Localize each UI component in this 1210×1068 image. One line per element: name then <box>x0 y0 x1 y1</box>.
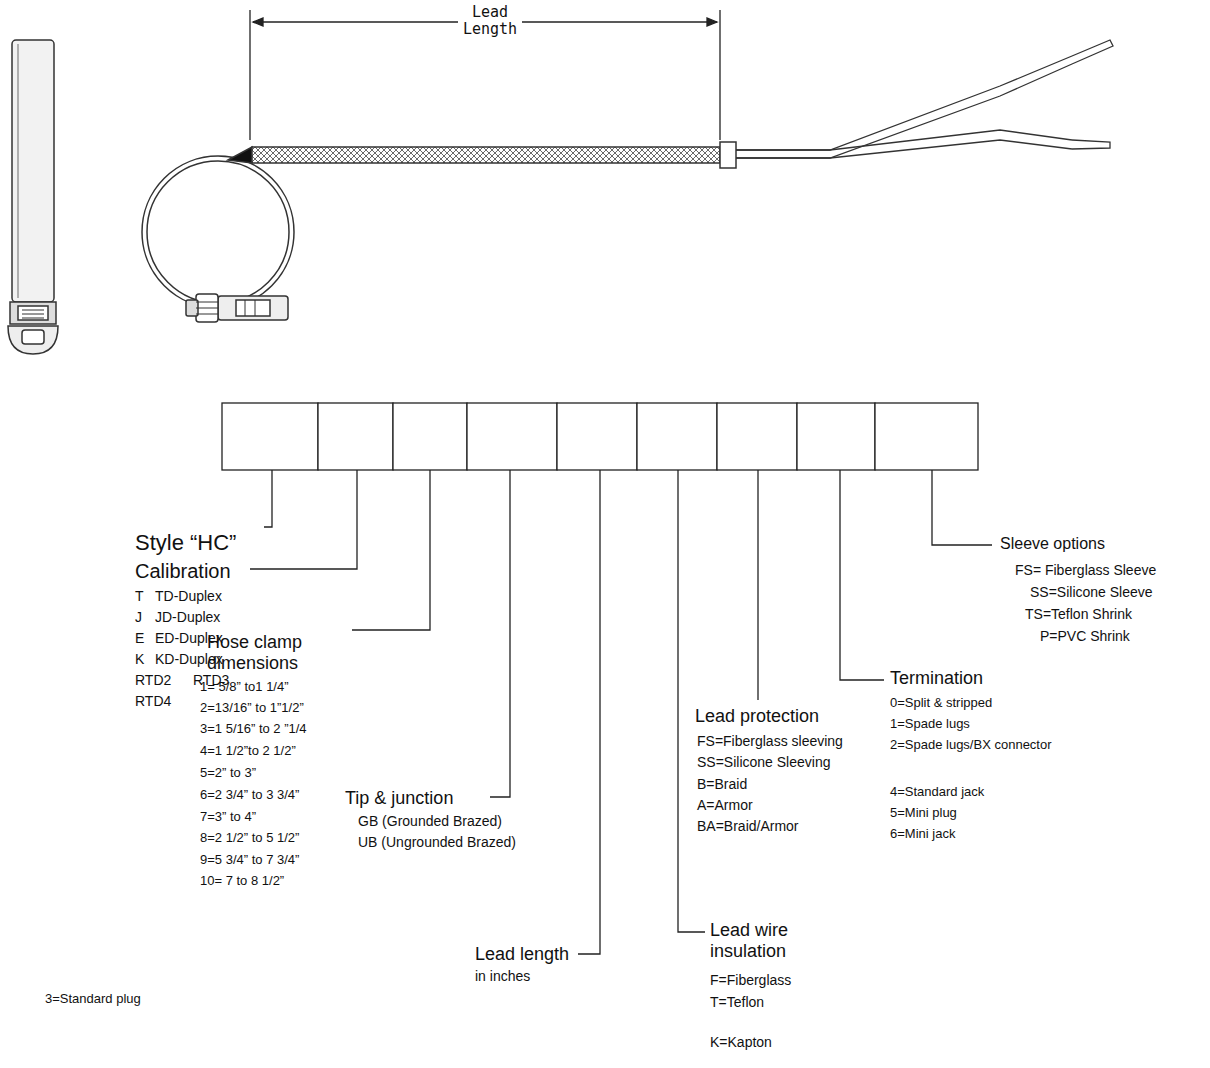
option-text: SS=Silicone Sleeving <box>697 754 830 770</box>
hose-clamp <box>142 147 294 322</box>
option-text: 5=Mini plug <box>890 806 957 821</box>
option-text: Sleeve options <box>1000 535 1105 553</box>
option-text: UB (Ungrounded Brazed) <box>358 834 516 850</box>
option-text: F=Fiberglass <box>710 972 791 988</box>
field-title: Lead length <box>475 944 569 965</box>
option-text: T=Teflon <box>710 994 764 1010</box>
option-text: B=Braid <box>697 776 747 792</box>
option-text: A=Armor <box>697 797 753 813</box>
option-text: 6=Mini jack <box>890 827 955 842</box>
option-text: GB (Grounded Brazed) <box>358 813 502 829</box>
option-text: BA=Braid/Armor <box>697 818 799 834</box>
option-text: 1=Spade lugs <box>890 717 970 732</box>
option-text: TD-Duplex <box>155 588 222 604</box>
option-text: FS= Fiberglass Sleeve <box>1015 562 1156 578</box>
option-text: 9=5 3/4” to 7 3/4” <box>200 853 299 868</box>
option-text: E <box>135 630 144 646</box>
option-text: 4=1 1/2”to 2 1/2” <box>200 744 296 759</box>
option-text: JD-Duplex <box>155 609 220 625</box>
option-text: 0=Split & stripped <box>890 696 992 711</box>
option-text: 4=Standard jack <box>890 785 984 800</box>
option-text: RTD2 <box>135 672 171 688</box>
option-text: 10= 7 to 8 1/2” <box>200 874 284 889</box>
option-text: 2=Spade lugs/BX connector <box>890 738 1052 753</box>
field-title: Style “HC” <box>135 530 236 555</box>
option-text: TS=Teflon Shrink <box>1025 606 1132 622</box>
option-text: 8=2 1/2” to 5 1/2” <box>200 831 299 846</box>
option-text: 5=2” to 3” <box>200 766 256 781</box>
option-text: 3=1 5/16” to 2 ”1/4 <box>200 722 307 737</box>
option-text: 6=2 3/4” to 3 3/4” <box>200 788 299 803</box>
field-title: Lead wire insulation <box>710 920 810 961</box>
field-title: Lead protection <box>695 706 819 727</box>
option-text: RTD4 <box>135 693 171 709</box>
option-text: 7=3” to 4” <box>200 810 256 825</box>
field-title: Calibration <box>135 560 231 583</box>
option-text: SS=Silicone Sleeve <box>1030 584 1153 600</box>
field-title: Termination <box>890 668 983 689</box>
option-text: T <box>135 588 144 604</box>
lead-wires <box>736 40 1113 158</box>
option-text: K <box>135 651 144 667</box>
option-text: P=PVC Shrink <box>1040 628 1130 644</box>
option-text: J <box>135 609 142 625</box>
option-text: K=Kapton <box>710 1034 772 1050</box>
dimension-label: Lead Length <box>458 4 522 39</box>
clamp-side-view <box>8 40 58 354</box>
braided-lead <box>252 142 736 168</box>
part-number-boxes <box>222 403 978 470</box>
option-text: FS=Fiberglass sleeving <box>697 733 843 749</box>
leader-lines <box>250 470 992 954</box>
option-text: in inches <box>475 968 530 984</box>
field-title: Tip & junction <box>345 788 453 809</box>
option-text: 2=13/16” to 1”1/2” <box>200 701 304 716</box>
field-title: Hose clamp dimensions <box>207 632 319 673</box>
option-text: 1= 5/8” to1 1/4” <box>200 680 289 695</box>
option-text: 3=Standard plug <box>45 992 141 1007</box>
